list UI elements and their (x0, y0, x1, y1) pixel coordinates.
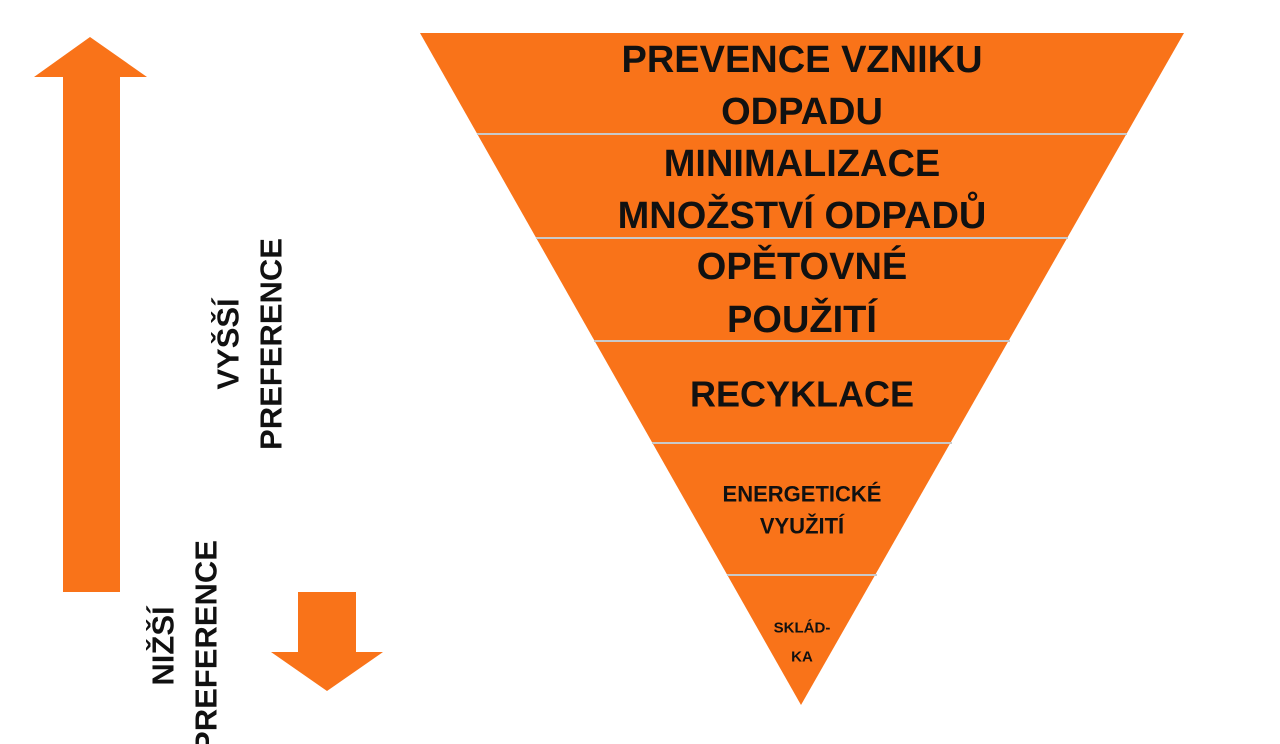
level-label-line: MNOŽSTVÍ ODPADŮ (618, 190, 987, 237)
pyramid-level-prevention: PREVENCE VZNIKU ODPADU (621, 39, 982, 133)
level-label-line: MINIMALIZACE (664, 143, 941, 185)
pyramid-level-minimization: MINIMALIZACE MNOŽSTVÍ ODPADŮ (618, 143, 987, 237)
lower-preference-label: NIŽŠÍ PREFERENCE (145, 540, 224, 744)
down-arrow-icon (271, 592, 383, 691)
level-label-line: KA (791, 649, 813, 666)
higher-preference-label: VYŠŠÍ PREFERENCE (210, 238, 289, 450)
level-label-line: PREVENCE VZNIKU (621, 39, 982, 81)
lower-preference-line1: NIŽŠÍ (145, 605, 181, 686)
level-label-line: OPĚTOVNÉ (697, 244, 907, 288)
pyramid-level-landfill: SKLÁD- KA (774, 620, 831, 666)
higher-preference-line1: VYŠŠÍ (210, 297, 246, 390)
up-arrow-icon (34, 37, 147, 592)
inverted-pyramid: PREVENCE VZNIKU ODPADU MINIMALIZACE MNOŽ… (420, 33, 1184, 705)
pyramid-body (420, 33, 1184, 705)
level-label-line: VYUŽITÍ (760, 514, 845, 539)
level-label-line: POUŽITÍ (727, 297, 878, 341)
level-label-line: ENERGETICKÉ (723, 482, 882, 507)
lower-preference-line2: PREFERENCE (189, 540, 224, 744)
level-label-line: RECYKLACE (690, 374, 914, 415)
level-label-line: SKLÁD- (774, 620, 831, 637)
level-label-line: ODPADU (721, 91, 883, 133)
pyramid-level-recycling: RECYKLACE (690, 374, 914, 415)
higher-preference-line2: PREFERENCE (254, 238, 289, 450)
pyramid-level-energy-recovery: ENERGETICKÉ VYUŽITÍ (723, 482, 882, 539)
pyramid-level-reuse: OPĚTOVNÉ POUŽITÍ (697, 244, 907, 341)
